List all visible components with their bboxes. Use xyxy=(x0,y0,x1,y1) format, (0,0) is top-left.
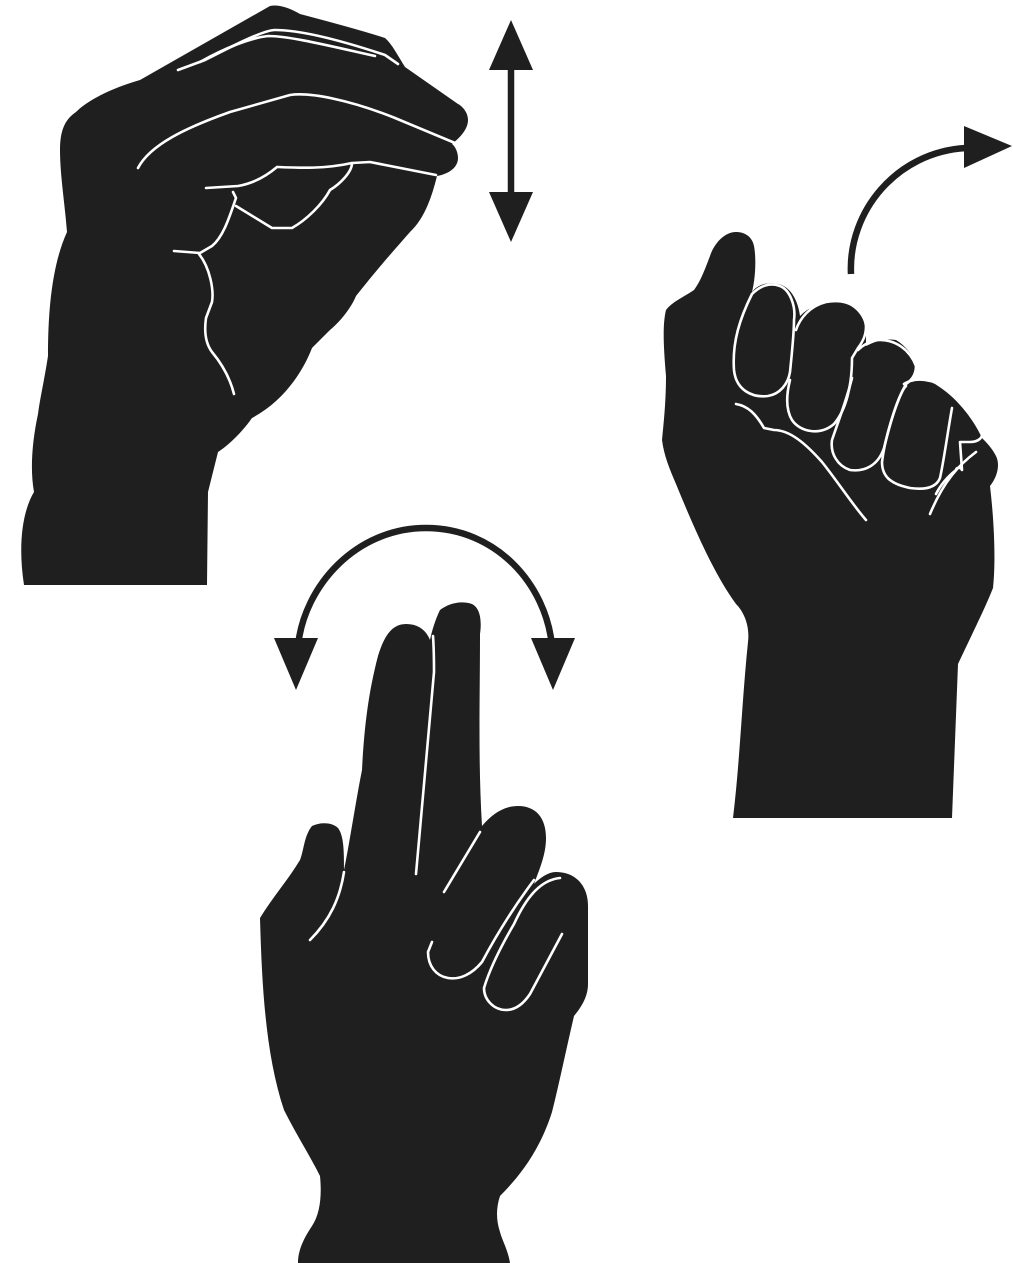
pinch-hand-silhouette xyxy=(21,5,468,585)
vertical-double-arrow-icon xyxy=(489,20,533,242)
curved-arrow-shaft xyxy=(851,148,966,274)
pinch-hand-icon xyxy=(21,5,468,585)
arc-arrow-left-head xyxy=(274,638,318,690)
arrow-up-head xyxy=(489,20,533,70)
arc-arrow-right-head xyxy=(531,638,575,690)
two-finger-hand-silhouette xyxy=(260,602,588,1263)
curved-arrow-right-icon xyxy=(851,126,1012,274)
fist-hand-silhouette xyxy=(662,232,998,818)
arrow-down-head xyxy=(489,192,533,242)
curved-arrow-head xyxy=(964,126,1012,168)
arc-arrow-shaft xyxy=(298,528,552,646)
fist-hand-icon xyxy=(662,232,998,818)
two-finger-hand-icon xyxy=(260,602,588,1263)
